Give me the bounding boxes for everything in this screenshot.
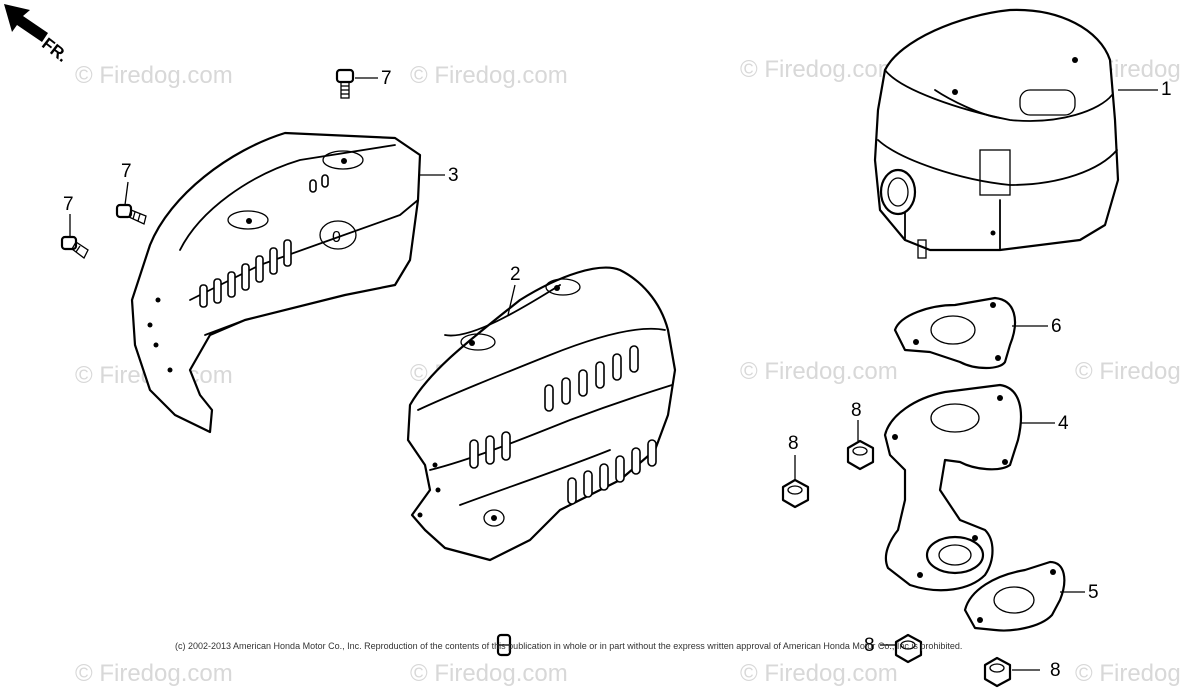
watermark: © Firedog [1075,358,1180,385]
part-1-muffler [873,8,1120,259]
callout-4: 4 [1058,413,1069,434]
watermark: © Firedog.com [740,56,898,83]
callout-3: 3 [448,165,459,186]
bolt-7-middle [115,203,147,225]
callout-8: 8 [864,635,875,656]
callout-8: 8 [851,400,862,421]
watermark: © Firedog.com [75,62,233,89]
watermark: © Firedog.com [410,660,568,687]
watermark: © Firedog [1075,660,1180,687]
callout-6: 6 [1051,316,1062,337]
callout-1: 1 [1161,79,1172,100]
watermark: © Firedog.com [75,660,233,687]
part-4-exhaust-flange [883,383,1022,592]
bolt-7-top [335,68,355,99]
watermark: © Firedog.com [740,358,898,385]
nut-8-b [846,439,875,471]
watermark: © Firedog.com [740,660,898,687]
nut-8-d [983,656,1012,688]
bolt-bottom-center [496,633,512,657]
part-3-heat-shield: 0 [130,131,422,434]
callout-8: 8 [1050,660,1061,681]
callout-7: 7 [63,194,74,215]
callout-8: 8 [788,433,799,454]
svg-text:0: 0 [332,229,341,246]
callout-7: 7 [121,161,132,182]
leader-lines [69,77,1158,671]
part-5-gasket [963,560,1066,632]
watermark: © Firedog.com [410,62,568,89]
callout-5: 5 [1088,582,1099,603]
front-direction-arrow-icon [4,4,48,42]
part-2-muffler-protector [406,266,677,562]
bolt-7-left [60,235,89,259]
callout-7: 7 [381,68,392,89]
part-6-gasket [893,296,1017,370]
copyright-notice: (c) 2002-2013 American Honda Motor Co., … [175,641,963,651]
callout-2: 2 [510,264,521,285]
nut-8-a [781,478,810,509]
nut-8-c [894,633,923,664]
